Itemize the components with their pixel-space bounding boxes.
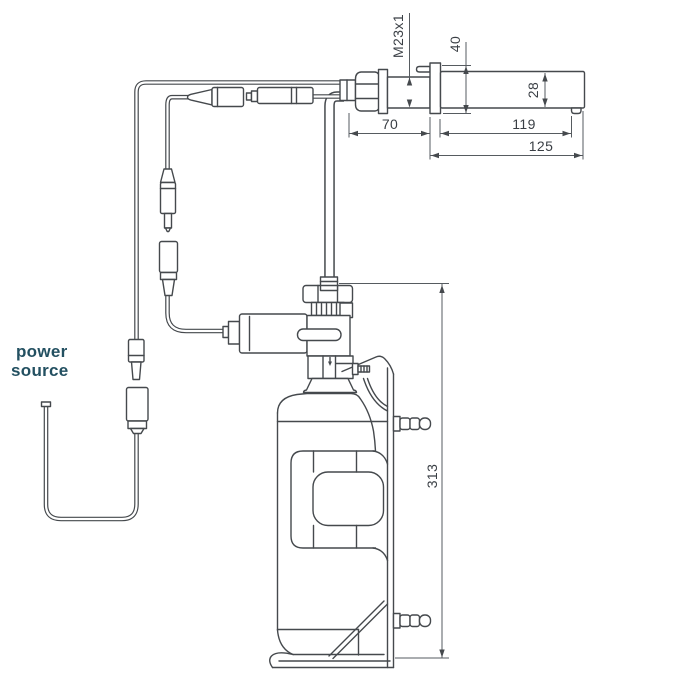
spout-assembly: [339, 62, 586, 115]
dim-313-label: 313: [424, 464, 440, 489]
dim-40-label: 40: [447, 36, 463, 52]
valve-pin: [296, 328, 342, 342]
bottle-bottom: [276, 629, 294, 656]
power-source-label-line1: power: [16, 342, 68, 361]
inline-connector-jack-right: [245, 86, 314, 105]
spout-index-pin: [415, 65, 431, 73]
power-source-label-line2: source: [11, 361, 69, 380]
valve-lower-block: [307, 355, 354, 380]
dim-28-label: 28: [525, 82, 541, 98]
pump-cable-port: [227, 320, 241, 345]
power-connector-plug: [127, 338, 145, 381]
pump-cable-nub: [222, 325, 230, 339]
spout-barrel: [439, 70, 586, 109]
pump-unit: [222, 313, 308, 354]
inline-connector-plug-left: [186, 86, 245, 108]
power-cable: [40, 80, 349, 522]
dim-125-label: 125: [529, 138, 554, 154]
fluid-tube: [324, 91, 344, 277]
mounting-peg-upper: [392, 415, 432, 432]
bracket-top-hook: [341, 355, 395, 375]
power-cable-open-end: [40, 401, 52, 408]
vertical-connector-socket: [158, 240, 179, 297]
bottle-cap: [302, 377, 358, 394]
mounting-peg-lower: [392, 612, 432, 629]
bracket-brace: [328, 600, 389, 660]
spout-washer: [377, 68, 389, 115]
spout-hex-nut: [354, 71, 381, 112]
soap-bottle: [276, 377, 389, 656]
dim-70-label: 70: [382, 116, 398, 132]
bracket-cutout: [290, 450, 377, 549]
tube-push-fitting: [319, 276, 339, 292]
spout-cable-gland: [339, 79, 357, 102]
power-source-label: power source: [11, 342, 69, 380]
bracket-screw: [351, 362, 371, 376]
bracket-window: [312, 471, 385, 527]
spout-outlet: [570, 107, 582, 115]
bracket-base: [269, 652, 395, 669]
control-cable: [158, 86, 341, 334]
power-connector-socket: [125, 386, 149, 435]
dim-thread-label: M23x1: [390, 14, 406, 58]
wall-bracket: [269, 355, 432, 669]
spout-flange: [429, 62, 442, 115]
dimension-annotations: 70 119 125 M23x1 40 28 313: [339, 13, 584, 659]
bottle-shoulder: [276, 392, 377, 452]
valve-assembly: [296, 276, 354, 380]
dim-119-label: 119: [512, 116, 536, 132]
vertical-connector-plug: [159, 168, 177, 233]
